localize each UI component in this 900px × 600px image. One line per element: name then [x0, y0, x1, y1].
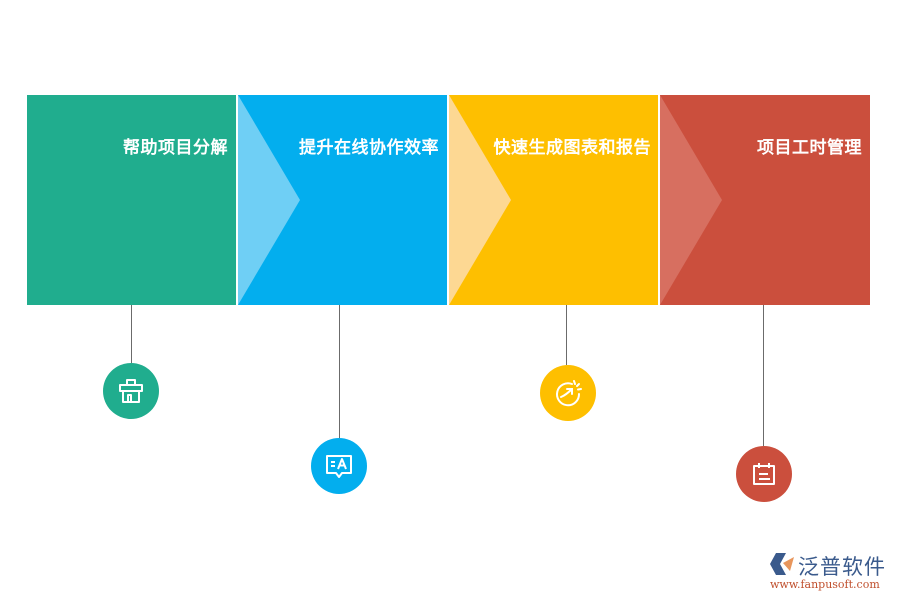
step-title-4: 项目工时管理 — [757, 138, 862, 158]
translate-chat-icon — [326, 455, 352, 478]
step-icon-circle-1 — [103, 363, 159, 419]
chevron-arrow-icon — [449, 95, 511, 305]
brand-url: www.fanpusoft.com — [770, 578, 880, 591]
connector-line-2 — [339, 305, 340, 438]
connector-line-3 — [566, 305, 567, 365]
step-icon-circle-4 — [736, 446, 792, 502]
toolbox-icon — [119, 379, 143, 403]
brand-name: 泛普软件 — [798, 555, 886, 579]
step-panel-4: 项目工时管理 — [660, 95, 870, 305]
chevron-arrow-icon — [660, 95, 722, 305]
step-panel-1: 帮助项目分解 — [27, 95, 236, 305]
step-panel-2: 提升在线协作效率 — [238, 95, 447, 305]
step-title-3: 快速生成图表和报告 — [493, 138, 651, 158]
step-icon-circle-3 — [540, 365, 596, 421]
step-title-2: 提升在线协作效率 — [299, 138, 439, 158]
calendar-icon — [753, 463, 775, 485]
connector-line-4 — [763, 305, 764, 446]
connector-line-1 — [131, 305, 132, 363]
step-title-1: 帮助项目分解 — [123, 138, 228, 158]
brand-logo: 泛普软件 www.fanpusoft.com — [766, 551, 896, 597]
chevron-arrow-icon — [238, 95, 300, 305]
step-panel-3: 快速生成图表和报告 — [449, 95, 658, 305]
step-icon-circle-2 — [311, 438, 367, 494]
fanpu-logo-icon — [770, 553, 794, 575]
growth-arrow-icon — [556, 380, 582, 407]
